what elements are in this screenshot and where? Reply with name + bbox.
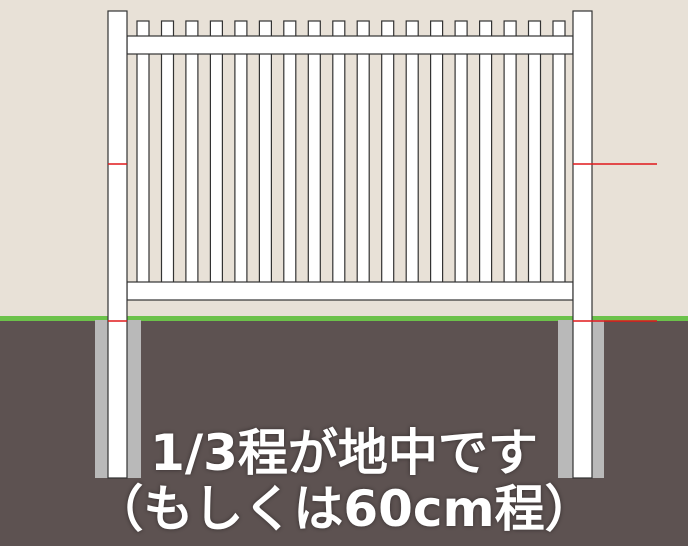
caption-line-1: 1/3程が地中です <box>150 424 538 482</box>
fence-picket <box>209 20 223 292</box>
fence-picket <box>307 20 321 292</box>
fence-post-left <box>107 10 128 479</box>
fence-picket <box>234 20 248 292</box>
grass-line <box>0 316 688 321</box>
fence-picket <box>283 20 297 292</box>
fence-picket <box>185 20 199 292</box>
fence-post-right <box>572 10 593 479</box>
fence-picket <box>136 20 150 292</box>
fence-picket <box>258 20 272 292</box>
fence-picket <box>356 20 370 292</box>
fence-picket <box>405 20 419 292</box>
fence-picket <box>479 20 493 292</box>
fence-picket <box>503 20 517 292</box>
fence-picket <box>381 20 395 292</box>
fence-bottom-rail <box>126 281 574 301</box>
fence-picket <box>454 20 468 292</box>
fence-picket <box>332 20 346 292</box>
fence-picket <box>160 20 175 292</box>
fence-picket <box>527 20 542 292</box>
fence-picket <box>552 20 566 292</box>
fence-top-rail <box>126 35 574 55</box>
fence-pickets <box>136 20 566 292</box>
caption-line-2: （もしくは60cm程） <box>93 480 595 538</box>
fence-picket <box>430 20 444 292</box>
